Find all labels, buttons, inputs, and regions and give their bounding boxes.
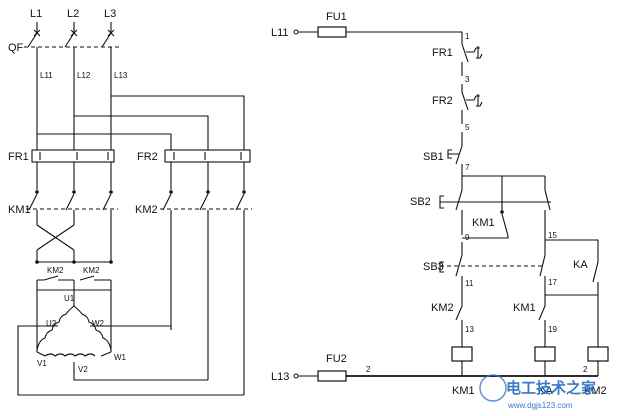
node-2b: 2	[583, 365, 588, 374]
node-3: 3	[465, 75, 470, 84]
terminal-dots-upper	[35, 190, 246, 194]
fuse2-label: FU2	[326, 353, 347, 365]
km1-power-label: KM1	[8, 204, 31, 216]
fuse1	[317, 26, 347, 38]
km2-interlock-contact	[455, 300, 463, 340]
line-label-l12: L12	[77, 71, 91, 80]
node-2: 2	[366, 365, 371, 374]
sb1-label: SB1	[423, 151, 444, 163]
power-circuit: L1 L2 L3 QF L11 L12 L13 FR1	[8, 8, 252, 396]
node-17: 17	[548, 278, 557, 287]
km2-power-label: KM2	[135, 204, 158, 216]
coil-ka	[534, 346, 556, 362]
watermark-logo-icon	[479, 374, 507, 402]
km1-main-contacts	[26, 193, 118, 225]
motor-terminal-v1: V1	[37, 359, 47, 368]
km1-aux-label: KM1	[472, 217, 495, 229]
fr1-nc-contact	[461, 43, 483, 76]
ka-contact-label: KA	[573, 259, 588, 271]
fr2-nc-contact	[461, 84, 483, 124]
km1-interlock-label: KM1	[513, 302, 536, 314]
node-15: 15	[548, 231, 557, 240]
sb2-start-button	[439, 176, 551, 240]
motor-terminal-u2: U2	[46, 319, 57, 328]
node-5: 5	[465, 123, 470, 132]
km2-delta-left-label: KM2	[47, 266, 64, 275]
node-13: 13	[465, 325, 474, 334]
km2-interlock-label: KM2	[431, 302, 454, 314]
watermark-brand: 电工技术之家	[506, 379, 596, 397]
fr1-power-label: FR1	[8, 151, 29, 163]
motor-windings	[36, 290, 112, 357]
coil-label-km2: KM2	[584, 385, 607, 397]
motor-terminal-w1: W1	[114, 353, 127, 362]
fr2-heater	[164, 145, 251, 168]
node-19: 19	[548, 325, 557, 334]
supply-top-label: L11	[271, 27, 289, 39]
line-label-l11: L11	[40, 71, 53, 80]
km1-aux-contact	[462, 213, 509, 239]
line-label-l13: L13	[114, 71, 128, 80]
fuse1-label: FU1	[326, 11, 347, 23]
motor-terminal-u1: U1	[64, 294, 75, 303]
sb3-label: SB3	[423, 261, 444, 273]
watermark-url: www.dgjs123.com	[507, 401, 573, 410]
phase-label-l1: L1	[30, 8, 42, 20]
coil-label-ka: KA	[538, 385, 553, 397]
breaker-label: QF	[8, 42, 24, 54]
coil-km1	[451, 346, 473, 362]
km1-interlock-contact	[538, 300, 546, 340]
sb3-button	[439, 240, 546, 300]
supply-bottom-label: L13	[271, 371, 289, 383]
watermark: 电工技术之家 www.dgjs123.com	[479, 374, 596, 410]
fr1-heater	[31, 145, 115, 168]
motor-terminal-v2: V2	[78, 365, 88, 374]
km2-main-contacts	[160, 193, 252, 395]
phase-label-l2: L2	[67, 8, 79, 20]
motor-terminal-w2: W2	[92, 319, 105, 328]
sb2-label: SB2	[410, 196, 431, 208]
node-11: 11	[465, 279, 474, 288]
coil-label-km1: KM1	[452, 385, 475, 397]
km2-delta-contacts	[35, 260, 113, 291]
fr2-power-label: FR2	[137, 151, 158, 163]
fr1-control-label: FR1	[432, 47, 453, 59]
km2-delta-right-label: KM2	[83, 266, 100, 275]
ka-contact	[592, 261, 599, 295]
node-1: 1	[465, 32, 470, 41]
node-7: 7	[465, 163, 470, 172]
control-circuit: L11 FU1 1 FR1 3 FR2 5 SB1 7	[271, 11, 609, 397]
coil-km2	[587, 346, 609, 362]
breaker-qf	[24, 22, 120, 75]
fr2-control-label: FR2	[432, 95, 453, 107]
phase-label-l3: L3	[104, 8, 116, 20]
fuse2	[317, 370, 347, 382]
sb1-stop-button	[447, 132, 463, 176]
